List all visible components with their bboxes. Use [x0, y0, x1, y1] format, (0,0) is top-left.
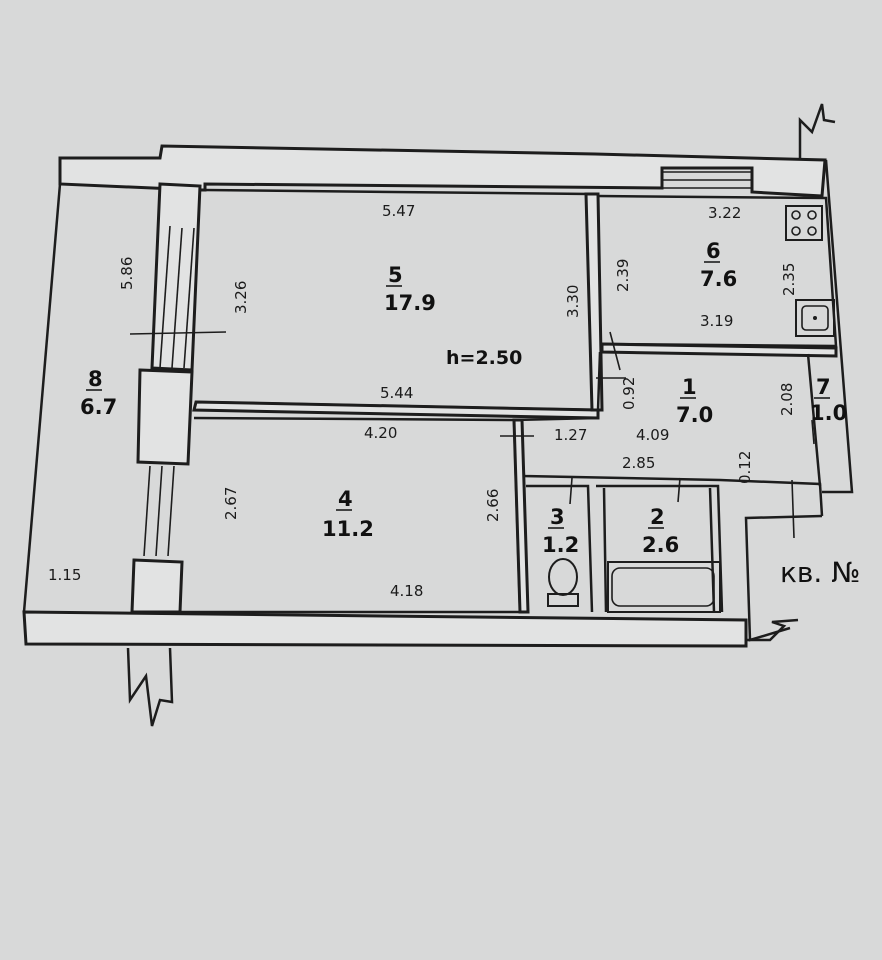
room-7-walls — [806, 353, 822, 487]
wall-column — [150, 182, 202, 372]
stove-icon — [785, 205, 823, 241]
window-column-lower — [143, 465, 175, 557]
dim-r4-bottom: 4.18 — [390, 582, 423, 600]
room-7-area: 1.0 — [810, 401, 847, 425]
room-8-number: 8 — [88, 367, 103, 391]
dim-r5-top: 5.47 — [382, 202, 415, 220]
ceiling-height: h=2.50 — [446, 347, 522, 369]
room-4-number: 4 — [338, 487, 353, 511]
wall-bottom — [22, 610, 748, 648]
dim-hall-right: 2.08 — [778, 383, 796, 416]
dim-r5-bottom: 5.44 — [380, 384, 413, 402]
room-4-area: 11.2 — [322, 517, 374, 541]
window-column-upper — [159, 225, 195, 369]
dim-r6-left: 2.39 — [614, 259, 632, 292]
room-2-area: 2.6 — [642, 533, 679, 557]
dim-r8-bottom: 1.15 — [48, 566, 81, 584]
room-1-number: 1 — [682, 375, 697, 399]
dim-hall-a: 1.27 — [554, 426, 587, 444]
break-mark-top-right — [798, 103, 836, 160]
room-1-area: 7.0 — [676, 403, 713, 427]
room-5-area: 17.9 — [384, 291, 436, 315]
dim-hall-small: 0.12 — [736, 451, 754, 484]
wall-column-bottom — [130, 558, 184, 614]
dim-hall-left: 0.92 — [620, 377, 638, 410]
dim-r4-left: 2.67 — [222, 487, 240, 520]
wall-right-exterior — [822, 159, 854, 494]
dim-hall-bottom: 2.85 — [622, 454, 655, 472]
break-mark-bottom-right — [746, 618, 799, 642]
dim-r6-top: 3.22 — [708, 204, 741, 222]
room-7-number: 7 — [816, 375, 831, 399]
room-8-area: 6.7 — [80, 395, 117, 419]
door-marks — [129, 331, 815, 539]
window-top — [662, 171, 752, 189]
toilet-icon — [547, 558, 579, 607]
dim-r6-bottom: 3.19 — [700, 312, 733, 330]
wall-right-outer — [744, 514, 823, 642]
sink-icon — [795, 299, 835, 337]
room-6-number: 6 — [706, 239, 721, 263]
wall-r5-r6 — [584, 192, 604, 412]
bathtub-icon — [607, 561, 721, 613]
apartment-label: кв. № — [780, 556, 860, 589]
room-6-area: 7.6 — [700, 267, 737, 291]
room-3-number: 3 — [550, 505, 565, 529]
dim-r4-right: 2.66 — [484, 489, 502, 522]
dim-r4-top: 4.20 — [364, 424, 397, 442]
break-mark-bottom-left — [126, 647, 174, 727]
wall-bath-left — [512, 418, 530, 614]
dim-r8-side: 5.86 — [118, 257, 136, 290]
room-2-number: 2 — [650, 505, 665, 529]
wall-balcony-left — [22, 183, 62, 613]
wall-column-lower — [136, 368, 194, 466]
dim-r5-right: 3.30 — [564, 285, 582, 318]
room-3-area: 1.2 — [542, 533, 579, 557]
dim-r5-left: 3.26 — [232, 281, 250, 314]
dim-r6-right: 2.35 — [780, 263, 798, 296]
room-5-number: 5 — [388, 263, 403, 287]
wall-r6-bottom — [600, 342, 838, 358]
dim-hall-b: 4.09 — [636, 426, 669, 444]
room-3-walls — [526, 484, 594, 613]
